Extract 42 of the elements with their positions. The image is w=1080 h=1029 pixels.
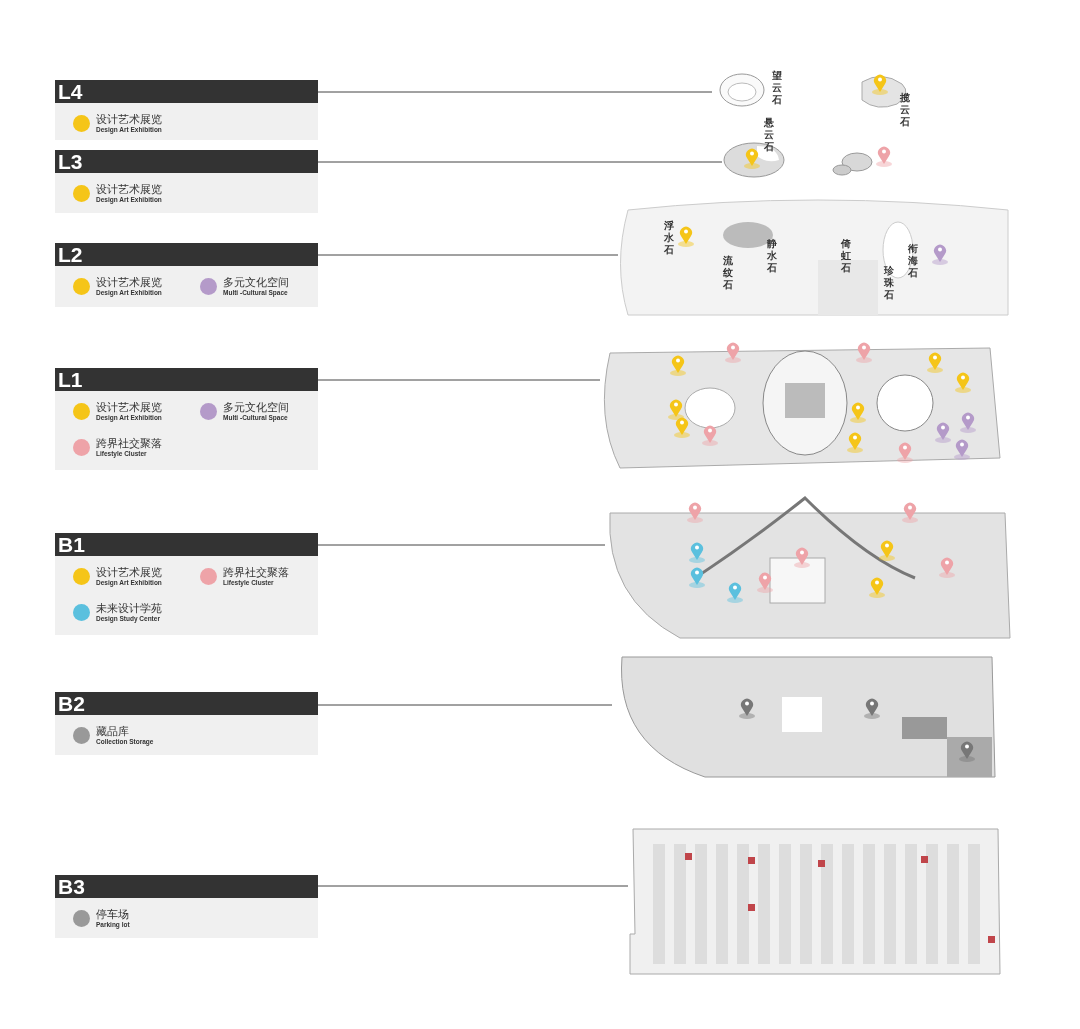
place-name: 悬云石 <box>763 117 774 153</box>
place-name: 流纹石 <box>722 255 733 291</box>
floor-legend-panel <box>55 875 318 938</box>
legend-label: 跨界社交聚落 <box>96 437 162 450</box>
legend-label: 藏品库 <box>96 725 130 738</box>
leader-line <box>317 544 606 546</box>
legend-label: 设计艺术展览 <box>96 401 162 414</box>
floor-legend-panel <box>55 150 318 213</box>
floor-heading: B3 <box>55 875 318 898</box>
legend-label: 多元文化空间 <box>223 401 289 414</box>
leader-line <box>317 379 601 381</box>
legend-label: 未来设计学苑 <box>96 602 162 615</box>
legend-label: 多元文化空间 <box>223 276 289 289</box>
place-name: 倚虹石 <box>840 238 851 274</box>
place-name: 浮水石 <box>663 220 674 256</box>
leader-line <box>317 704 613 706</box>
floor-heading: L2 <box>55 243 318 266</box>
floor-legend-panel <box>55 533 318 635</box>
floor-legend-panel <box>55 80 318 140</box>
leader-line <box>317 254 619 256</box>
legend-label: 跨界社交聚落 <box>223 566 289 579</box>
floor-heading: L3 <box>55 150 318 173</box>
place-name: 珍珠石 <box>883 265 894 301</box>
leader-line <box>317 161 723 163</box>
floor-legend-panel <box>55 692 318 755</box>
legend-label: 设计艺术展览 <box>96 566 162 579</box>
leader-line <box>317 91 713 93</box>
leader-line <box>317 885 629 887</box>
floor-legend-panel <box>55 368 318 470</box>
floor-heading: L1 <box>55 368 318 391</box>
legend-label: 设计艺术展览 <box>96 113 162 126</box>
floor-heading: B2 <box>55 692 318 715</box>
legend-label: 停车场 <box>96 908 130 921</box>
place-name: 望云石 <box>771 70 782 106</box>
place-name: 衔海石 <box>907 243 918 279</box>
floor-heading: B1 <box>55 533 318 556</box>
floor-legend-panel <box>55 243 318 307</box>
floor-heading: L4 <box>55 80 318 103</box>
legend-label: 设计艺术展览 <box>96 183 162 196</box>
legend-label: 设计艺术展览 <box>96 276 162 289</box>
place-name: 揽云石 <box>899 92 910 128</box>
place-name: 静水石 <box>766 238 777 274</box>
